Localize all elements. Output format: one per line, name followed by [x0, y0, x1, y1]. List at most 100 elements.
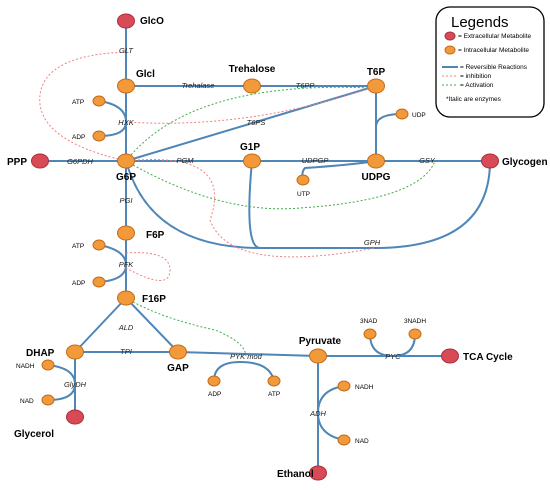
label-f16p: F16P	[142, 294, 166, 305]
edge-glycogen-gph-arc	[248, 160, 491, 249]
legend-title: Legends	[451, 14, 509, 31]
activation-edges	[125, 86, 436, 357]
node-nadh-gpdh[interactable]	[41, 359, 55, 371]
node-glycerol[interactable]	[66, 409, 84, 425]
label-gap: GAP	[167, 363, 189, 374]
node-adp-pyk[interactable]	[207, 375, 221, 387]
node-f6p[interactable]	[117, 225, 135, 241]
label-glco: GlcO	[140, 16, 164, 27]
curve-pyc	[369, 333, 416, 358]
node-gap[interactable]	[169, 344, 187, 360]
node-trehalose[interactable]	[243, 78, 261, 94]
activation-f16p-pyk	[125, 297, 247, 357]
node-nad-gpdh[interactable]	[41, 394, 55, 406]
node-g6p[interactable]	[117, 153, 135, 169]
label-trehalose: Trehalose	[229, 64, 276, 75]
node-atp-hxk[interactable]	[92, 95, 106, 107]
enzyme-pgi: PGI	[120, 196, 133, 205]
legend-activation-label: = Activation	[460, 82, 494, 89]
label-udpg: UDPG	[362, 172, 391, 183]
enzyme-pyc: PYC	[385, 352, 401, 361]
activation-g6p-gsy	[125, 160, 436, 210]
metabolite-labels: GlcO Glcl Trehalose T6P PPP G6P G1P UDPG…	[7, 16, 548, 480]
label-nad-adh: NAD	[355, 438, 369, 445]
enzyme-t6pp: T6PP	[296, 81, 315, 90]
enzyme-t6ps: T6PS	[247, 118, 266, 127]
label-atp-pfk: ATP	[72, 243, 84, 250]
label-nadh-adh: NADH	[355, 384, 374, 391]
node-atp-pyk[interactable]	[267, 375, 281, 387]
enzyme-pfk: PFK	[119, 260, 135, 269]
inhibition-pfk-loop	[125, 252, 171, 281]
edge-f16p-gap	[125, 297, 179, 353]
edge-f16p-dhap	[74, 297, 127, 353]
legend-extracellular-label: = Extracellular Metabolite	[458, 33, 532, 40]
node-t6p[interactable]	[367, 78, 385, 94]
legend: Legends = Extracellular Metabolite = Int…	[435, 6, 545, 118]
label-g1p: G1P	[240, 142, 260, 153]
enzyme-ald: ALD	[118, 323, 134, 332]
node-atp-pfk[interactable]	[92, 239, 106, 251]
enzyme-adh: ADH	[309, 409, 326, 418]
enzyme-pyk: PYK mod	[230, 352, 263, 361]
enzyme-labels: GLT Trehalase T6PP HXK T6PS G6PDH PGM UD…	[64, 46, 436, 418]
cofactor-labels: ATP ADP UDP UTP ATP ADP NADH NAD ADP ATP…	[16, 99, 426, 445]
edge-gap-pyruvate	[177, 351, 319, 357]
label-tca: TCA Cycle	[463, 352, 513, 363]
node-nadh-adh[interactable]	[337, 380, 351, 392]
legend-intracellular-swatch	[444, 45, 456, 55]
inhibition-g6p-gph	[125, 159, 376, 258]
node-utp[interactable]	[296, 174, 310, 186]
node-nad-adh[interactable]	[337, 434, 351, 446]
node-adp-pfk[interactable]	[92, 276, 106, 288]
label-nad-gpdh: NAD	[20, 398, 34, 405]
node-glycogen[interactable]	[481, 153, 499, 169]
reaction-edges	[40, 21, 491, 473]
label-pyruvate: Pyruvate	[299, 336, 342, 347]
node-dhap[interactable]	[66, 344, 84, 360]
label-ethanol: Ethanol	[277, 469, 314, 480]
enzyme-hxk: HXK	[118, 118, 134, 127]
node-udp[interactable]	[395, 108, 409, 120]
label-glycerol: Glycerol	[14, 429, 54, 440]
cofactor-curves	[47, 100, 416, 441]
node-tca[interactable]	[441, 348, 459, 364]
enzyme-gsy: GSY	[419, 156, 436, 165]
label-glci: Glcl	[136, 69, 155, 80]
curve-pfk	[98, 244, 128, 283]
curve-gpdh	[47, 364, 77, 401]
inhibition-t6p-hxk	[125, 85, 377, 124]
label-atp-pyk: ATP	[268, 391, 280, 398]
enzyme-tpi: TPI	[120, 347, 132, 356]
enzyme-glt: GLT	[119, 46, 134, 55]
node-udpg[interactable]	[367, 153, 385, 169]
cofactor-nodes	[41, 95, 422, 446]
label-udp: UDP	[412, 112, 426, 119]
legend-intracellular-label: = Intracellular Metabolite	[458, 47, 529, 54]
label-nad-pyc: 3NAD	[360, 318, 378, 325]
node-nadh-pyc[interactable]	[408, 328, 422, 340]
activation-g6p-t6ps	[125, 86, 371, 162]
curve-adh	[316, 385, 345, 441]
node-nad-pyc[interactable]	[363, 328, 377, 340]
node-glco[interactable]	[117, 13, 135, 29]
node-glci[interactable]	[117, 78, 135, 94]
label-glycogen: Glycogen	[502, 157, 548, 168]
node-ethanol[interactable]	[309, 465, 327, 481]
enzyme-gph: GPH	[364, 238, 381, 247]
legend-box	[435, 6, 545, 118]
label-utp: UTP	[297, 191, 310, 198]
legend-reversible-label: = Reversible Reactions	[460, 64, 528, 71]
legend-extracellular-swatch	[444, 31, 456, 41]
node-adp-hxk[interactable]	[92, 130, 106, 142]
label-f6p: F6P	[146, 230, 165, 241]
node-ppp[interactable]	[31, 153, 49, 169]
legend-note: *Italic are enzymes	[446, 96, 502, 103]
node-f16p[interactable]	[117, 290, 135, 306]
node-g1p[interactable]	[243, 153, 261, 169]
label-nadh-pyc: 3NADH	[404, 318, 426, 325]
label-nadh-gpdh: NADH	[16, 363, 35, 370]
label-adp-pyk: ADP	[208, 391, 221, 398]
node-pyruvate[interactable]	[309, 348, 327, 364]
